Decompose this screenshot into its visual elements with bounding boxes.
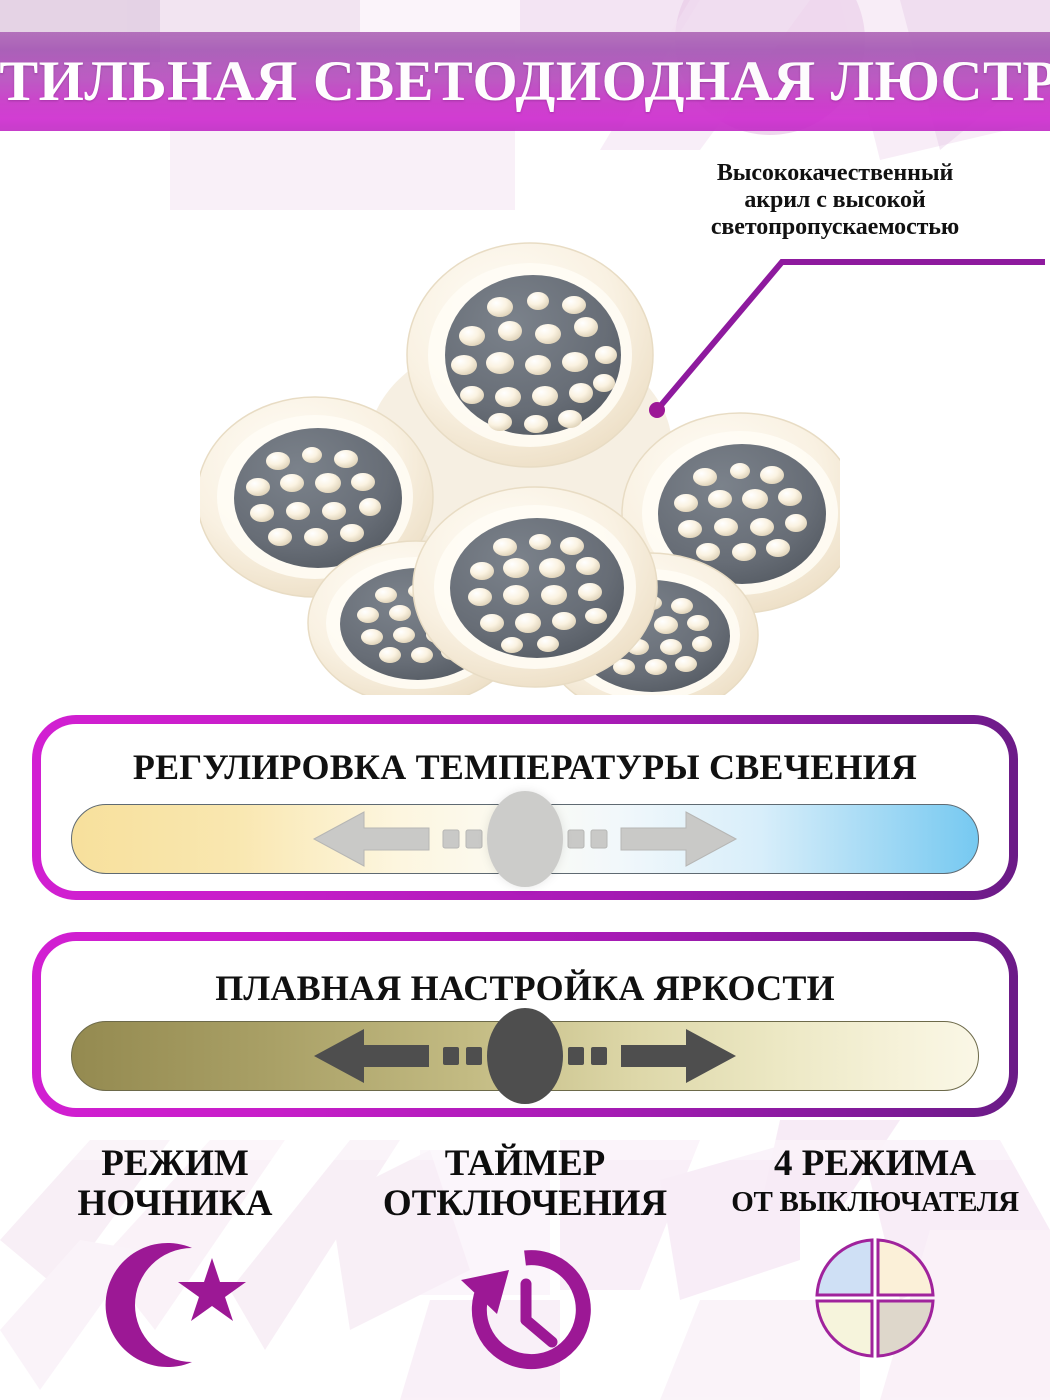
feature-switch-modes[interactable]: 4 РЕЖИМА ОТ ВЫКЛЮЧАТЕЛЯ xyxy=(700,1145,1050,1400)
feature-switch-modes-line2: ОТ ВЫКЛЮЧАТЕЛЯ xyxy=(731,1186,1019,1218)
crescent-moon-star-icon xyxy=(105,1243,246,1367)
slider-color-temperature[interactable] xyxy=(71,791,979,887)
arrow-left-icon xyxy=(312,811,430,867)
card-brightness[interactable]: ПЛАВНАЯ НАСТРОЙКА ЯРКОСТИ xyxy=(32,932,1018,1117)
led-panel-top xyxy=(406,242,654,468)
feature-switch-modes-title: 4 РЕЖИМА ОТ ВЫКЛЮЧАТЕЛЯ xyxy=(731,1145,1019,1217)
callout-text: Высококачественный акрил с высокой свето… xyxy=(620,160,1050,241)
feature-night-mode-line1: РЕЖИМ xyxy=(101,1143,249,1184)
led-panel-left xyxy=(200,396,434,598)
feature-night-mode-line2: НОЧНИКА xyxy=(77,1183,273,1224)
callout-line-3: светопропускаемостью xyxy=(710,214,960,241)
arrow-right-icon xyxy=(621,1029,736,1083)
slider-arrows-temperature xyxy=(312,811,738,867)
callout-leader-line xyxy=(649,259,1045,418)
card-title-brightness: ПЛАВНАЯ НАСТРОЙКА ЯРКОСТИ xyxy=(215,968,835,1008)
feature-sleep-timer-line2: ОТКЛЮЧЕНИЯ xyxy=(382,1183,668,1224)
feature-night-mode[interactable]: РЕЖИМ НОЧНИКА xyxy=(0,1145,350,1400)
feature-sleep-timer[interactable]: ТАЙМЕР ОТКЛЮЧЕНИЯ xyxy=(350,1145,700,1400)
slider-knob-brightness[interactable] xyxy=(487,1008,563,1104)
feature-sleep-timer-title: ТАЙМЕР ОТКЛЮЧЕНИЯ xyxy=(383,1145,667,1222)
star-icon xyxy=(178,1258,246,1321)
slider-knob-temperature[interactable] xyxy=(487,791,563,887)
four-quadrant-circle-icon xyxy=(815,1238,935,1358)
arrow-right-icon xyxy=(620,811,738,867)
feature-switch-modes-line1: 4 РЕЖИМА xyxy=(773,1143,977,1184)
feature-night-mode-title: РЕЖИМ НОЧНИКА xyxy=(78,1145,273,1222)
card-title-temperature: РЕГУЛИРОВКА ТЕМПЕРАТУРЫ СВЕЧЕНИЯ xyxy=(132,747,918,787)
header-banner: СТИЛЬНАЯ СВЕТОДИОДНАЯ ЛЮСТРА xyxy=(0,32,1050,131)
card-color-temperature[interactable]: РЕГУЛИРОВКА ТЕМПЕРАТУРЫ СВЕЧЕНИЯ xyxy=(32,715,1018,900)
callout-line-2: акрил с высокой xyxy=(744,187,926,214)
slider-brightness[interactable] xyxy=(71,1008,979,1104)
callout-line-1: Высококачественный xyxy=(716,160,954,186)
clock-rewind-timer-icon xyxy=(460,1250,591,1370)
led-panel-bottom-center xyxy=(412,486,658,688)
page-title: СТИЛЬНАЯ СВЕТОДИОДНАЯ ЛЮСТРА xyxy=(0,50,1050,113)
arrow-left-icon xyxy=(314,1029,429,1083)
callout-annotation: Высококачественный акрил с высокой свето… xyxy=(620,160,1050,241)
product-image-chandelier xyxy=(200,242,840,695)
feature-sleep-timer-line1: ТАЙМЕР xyxy=(444,1143,606,1184)
feature-list: РЕЖИМ НОЧНИКА ТАЙМЕР ОТКЛЮЧЕНИЯ 4 РЕЖИМА… xyxy=(0,1145,1050,1400)
